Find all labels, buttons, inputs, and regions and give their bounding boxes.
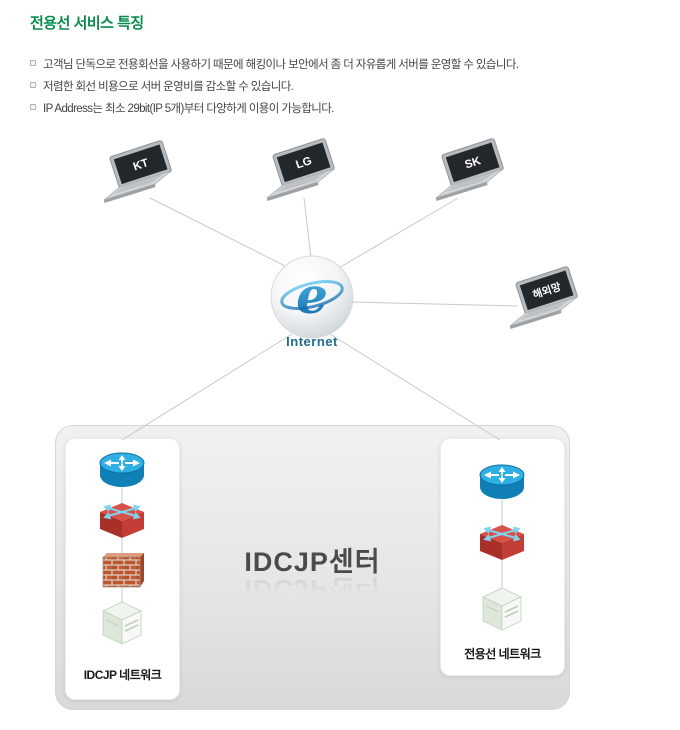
laptop-icon: 해외망 <box>509 266 578 329</box>
laptop-node-lg: LG <box>263 136 343 209</box>
ie-logo-letter: e <box>296 266 328 325</box>
server-icon <box>99 600 145 653</box>
feature-item: IP Address는 최소 29bit(IP 5개)부터 다양하게 이용이 가… <box>30 98 518 120</box>
laptop-icon: KT <box>103 140 172 203</box>
datacenter-title: IDCJP센터 <box>244 547 381 577</box>
bullet-square-icon <box>30 82 36 88</box>
dedicated-network-label: 전용선 네트워크 <box>464 647 541 661</box>
laptop-icon: SK <box>435 138 504 201</box>
bullet-square-icon <box>30 104 36 110</box>
server-icon <box>479 586 525 639</box>
internet-node: e <box>270 255 354 344</box>
feature-item: 고객님 단독으로 전용회선을 사용하기 때문에 해킹이나 보안에서 좀 더 자유… <box>30 54 519 76</box>
feature-text: 저렴한 회선 비용으로 서버 운영비를 감소할 수 있습니다. <box>43 81 294 93</box>
feature-text: 고객님 단독으로 전용회선을 사용하기 때문에 해킹이나 보안에서 좀 더 자유… <box>43 59 519 71</box>
idcjp-network-label: IDCJP 네트워크 <box>83 668 162 682</box>
page-title: 전용선 서비스 특징 <box>30 15 144 32</box>
laptop-label: LG <box>294 155 313 171</box>
router-icon <box>478 462 526 507</box>
laptop-node-overseas: 해외망 <box>506 264 586 337</box>
feature-item: 저렴한 회선 비용으로 서버 운영비를 감소할 수 있습니다. <box>30 76 518 98</box>
internet-label: Internet <box>286 334 338 349</box>
laptop-node-kt: KT <box>100 138 180 211</box>
switch-icon <box>98 502 146 545</box>
feature-list: 고객님 단독으로 전용회선을 사용하기 때문에 해킹이나 보안에서 좀 더 자유… <box>30 54 519 120</box>
laptop-label: SK <box>463 155 483 172</box>
internet-globe-icon: e <box>270 255 354 339</box>
switch-icon <box>478 524 526 567</box>
firewall-icon <box>100 550 144 595</box>
bullet-square-icon <box>30 60 36 66</box>
router-icon <box>98 450 146 495</box>
laptop-node-sk: SK <box>432 136 512 209</box>
laptop-label: KT <box>132 157 150 173</box>
feature-text: IP Address는 최소 29bit(IP 5개)부터 다양하게 이용이 가… <box>43 103 334 115</box>
laptop-icon: LG <box>266 138 335 201</box>
